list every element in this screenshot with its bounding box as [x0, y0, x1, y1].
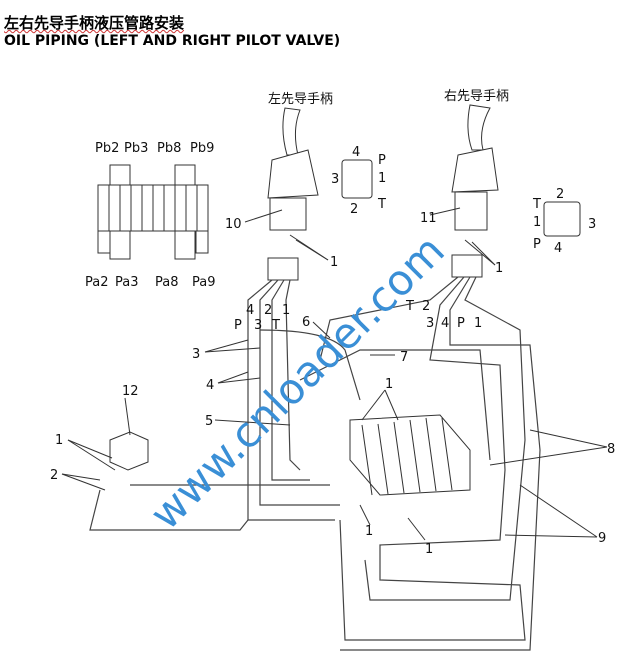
left-port-3: 3: [331, 172, 339, 187]
port-label-pb2: Pb2: [95, 141, 119, 156]
left-hose-t: T: [271, 318, 280, 333]
port-label-pb9: Pb9: [190, 141, 214, 156]
title-chinese: 左右先导手柄液压管路安装: [4, 14, 185, 32]
left-pilot-handle: [267, 107, 319, 281]
callout-1: 1: [385, 377, 393, 392]
right-port-diagram: [543, 201, 581, 237]
left-port-1: 1: [378, 171, 386, 186]
right-port-t: T: [532, 197, 541, 212]
callout-3: 3: [192, 347, 200, 362]
callout-10: 10: [225, 217, 242, 232]
right-port-p: P: [533, 237, 541, 252]
right-hose-1: 1: [474, 316, 482, 331]
callout-6: 6: [302, 315, 310, 330]
callout-1: 1: [425, 542, 433, 557]
left-hose-3: 3: [254, 318, 262, 333]
port-label-pa9: Pa9: [192, 275, 216, 290]
right-port-4: 4: [554, 241, 562, 256]
callout-5: 5: [205, 414, 213, 429]
right-pilot-handle: [451, 104, 499, 278]
title-english: OIL PIPING (LEFT AND RIGHT PILOT VALVE): [4, 33, 341, 49]
callout-4: 4: [206, 378, 214, 393]
callout-1: 1: [495, 261, 503, 276]
right-hose-2: 2: [422, 299, 430, 314]
right-hose-4: 4: [441, 316, 449, 331]
port-label-pb8: Pb8: [157, 141, 181, 156]
left-hose-4: 4: [246, 303, 254, 318]
callout-9: 9: [598, 531, 606, 546]
right-port-2: 2: [556, 187, 564, 202]
port-label-pa3: Pa3: [115, 275, 139, 290]
callout-8: 8: [607, 442, 615, 457]
control-valve-illustration: [349, 414, 471, 496]
left-port-diagram: [341, 159, 373, 199]
right-hose-t: T: [405, 299, 414, 314]
main-valve-illustration: [97, 164, 209, 260]
left-port-p: P: [378, 153, 386, 168]
callout-7: 7: [400, 350, 408, 365]
left-hose-p: P: [234, 318, 242, 333]
callout-1: 1: [365, 524, 373, 539]
right-hose-p: P: [457, 316, 465, 331]
callout-1: 1: [330, 255, 338, 270]
port-label-pa2: Pa2: [85, 275, 109, 290]
left-port-4: 4: [352, 145, 360, 160]
right-handle-label: 右先导手柄: [444, 89, 509, 104]
port-label-pb3: Pb3: [124, 141, 148, 156]
callout-12: 12: [122, 384, 139, 399]
left-handle-label: 左先导手柄: [268, 92, 333, 107]
callout-11: 11: [420, 211, 437, 226]
left-hose-1: 1: [282, 303, 290, 318]
left-hose-2: 2: [264, 303, 272, 318]
right-hose-3: 3: [426, 316, 434, 331]
callout-2: 2: [50, 468, 58, 483]
hoses: [89, 276, 541, 651]
right-port-3: 3: [588, 217, 596, 232]
right-port-1: 1: [533, 215, 541, 230]
left-port-t: T: [377, 197, 386, 212]
block-12-illustration: [109, 431, 149, 471]
left-port-2: 2: [350, 202, 358, 217]
callout-1: 1: [55, 433, 63, 448]
port-label-pa8: Pa8: [155, 275, 179, 290]
leader-lines: [61, 207, 608, 541]
